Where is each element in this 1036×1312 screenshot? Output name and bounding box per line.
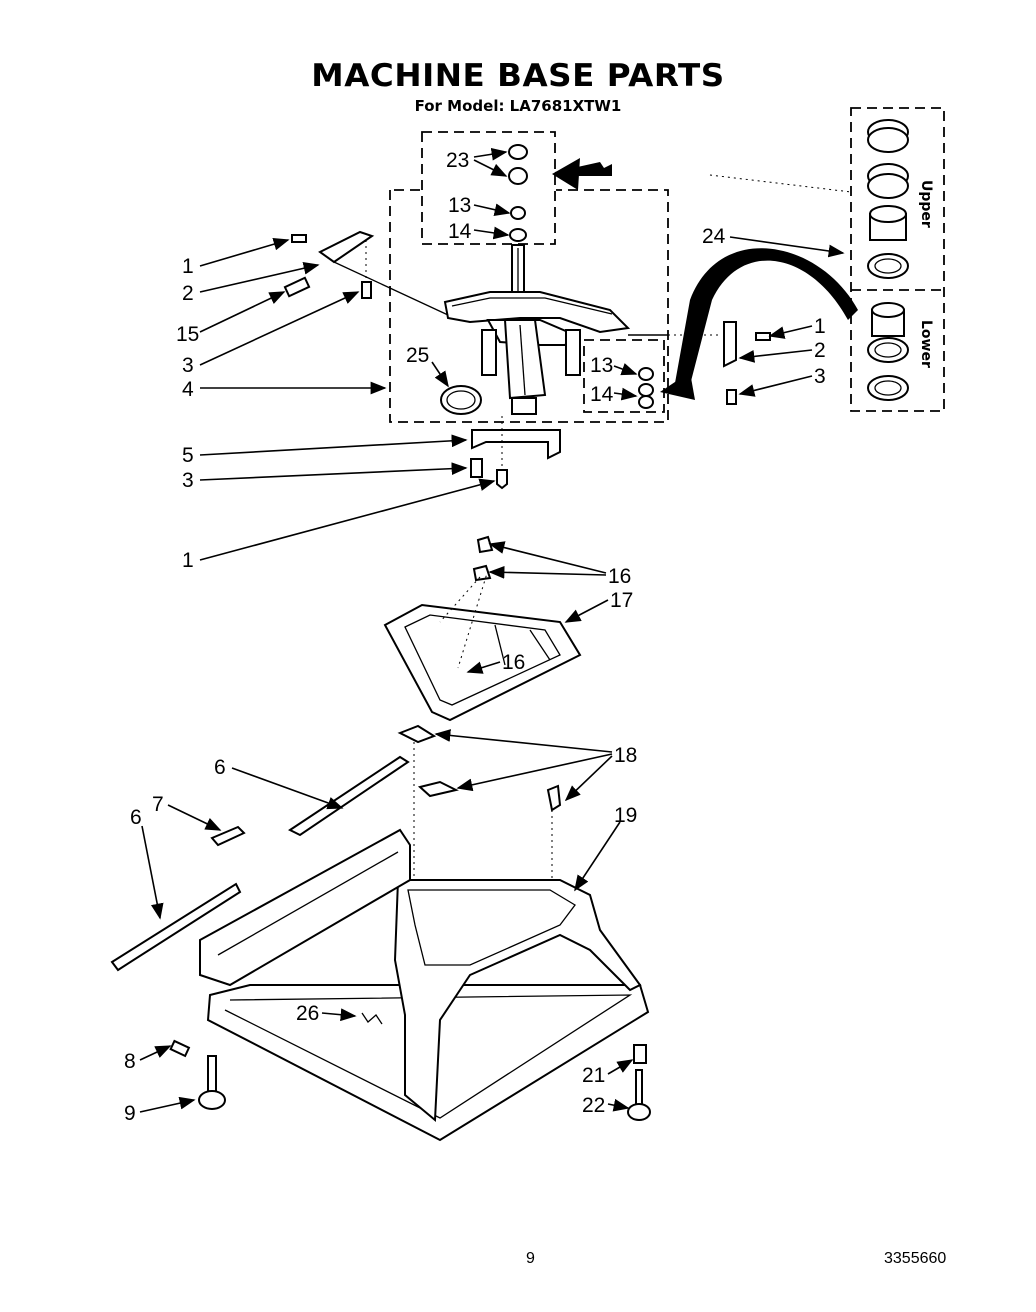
bearing-part bbox=[638, 367, 654, 409]
motor-mount-plate bbox=[397, 724, 562, 880]
callout-19: 19 bbox=[614, 804, 637, 827]
callout-13-right: 13 bbox=[590, 354, 613, 377]
leveling-leg-right bbox=[627, 1044, 651, 1121]
callout-14-top: 14 bbox=[448, 220, 472, 243]
right-clamp-bracket bbox=[723, 321, 771, 405]
callout-21: 21 bbox=[582, 1064, 605, 1087]
callout-8: 8 bbox=[124, 1050, 136, 1073]
callout-26: 26 bbox=[296, 1002, 319, 1025]
callout-7: 7 bbox=[152, 793, 164, 816]
top-hardware-dashed-box bbox=[421, 131, 556, 245]
pivot-dome-frame bbox=[383, 569, 582, 722]
page-title: MACHINE BASE PARTS bbox=[311, 58, 725, 94]
callout-9: 9 bbox=[124, 1102, 136, 1125]
callout-24: 24 bbox=[702, 225, 726, 248]
support-bracket-part bbox=[470, 416, 561, 490]
gasket-ring-part bbox=[440, 385, 482, 415]
callout-1-right: 1 bbox=[814, 315, 826, 338]
lower-bearing-set bbox=[867, 302, 909, 401]
callout-13-top: 13 bbox=[448, 194, 471, 217]
page-number: 9 bbox=[526, 1250, 535, 1267]
leveling-leg-left bbox=[169, 1039, 226, 1110]
callout-15: 15 bbox=[176, 323, 199, 346]
callout-2-left: 2 bbox=[182, 282, 194, 305]
callout-16-mid: 16 bbox=[502, 651, 525, 674]
left-clamp-bracket bbox=[283, 230, 449, 316]
callout-6-top: 6 bbox=[214, 756, 226, 779]
callout-1-lower: 1 bbox=[182, 549, 194, 572]
callout-22: 22 bbox=[582, 1094, 605, 1117]
lower-label: Lower bbox=[918, 320, 934, 368]
lower-hardware-dashed-box bbox=[583, 339, 665, 413]
upper-bearing-set bbox=[867, 119, 909, 279]
callout-16-top: 16 bbox=[608, 565, 631, 588]
base-frame bbox=[110, 755, 650, 1142]
document-number: 3355660 bbox=[884, 1250, 947, 1267]
callout-2-right: 2 bbox=[814, 339, 826, 362]
callout-5: 5 bbox=[182, 444, 194, 467]
bearing-inset-box bbox=[850, 107, 945, 412]
callout-1-left: 1 bbox=[182, 255, 194, 278]
model-subtitle: For Model: LA7681XTW1 bbox=[414, 97, 622, 115]
callout-3-lower: 3 bbox=[182, 469, 194, 492]
seal-cap-part bbox=[508, 144, 528, 242]
leader-lines bbox=[139, 147, 845, 1113]
gearcase-assembly bbox=[443, 291, 720, 415]
agitator-shaft bbox=[511, 244, 525, 296]
callout-6-left: 6 bbox=[130, 806, 142, 829]
callout-3-left: 3 bbox=[182, 354, 194, 377]
spring-clip-part bbox=[361, 1012, 383, 1025]
callout-17: 17 bbox=[610, 589, 633, 612]
inset-pointer-arrow bbox=[675, 248, 858, 385]
callout-23: 23 bbox=[446, 149, 469, 172]
callout-14-right: 14 bbox=[590, 383, 614, 406]
callout-3-right: 3 bbox=[814, 365, 826, 388]
callout-4: 4 bbox=[182, 378, 194, 401]
upper-label: Upper bbox=[918, 180, 934, 228]
callout-18: 18 bbox=[614, 744, 637, 767]
callout-25: 25 bbox=[406, 344, 429, 367]
